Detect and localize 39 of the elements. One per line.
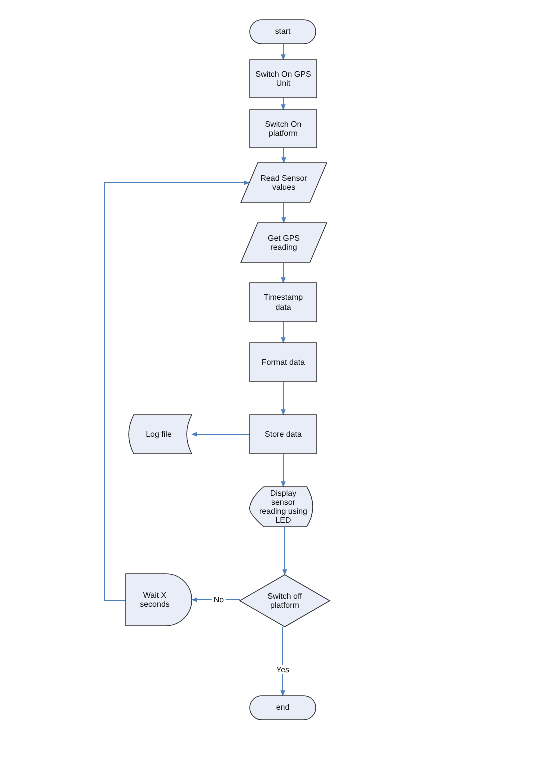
node-label: Store data: [265, 430, 302, 440]
decision-diamond: [240, 575, 330, 627]
node-label: Get GPS reading: [266, 234, 301, 252]
connector-arrow: [282, 202, 286, 224]
node-label: Read Sensor values: [260, 174, 308, 192]
process-box: [250, 60, 317, 98]
node-label: end: [276, 703, 290, 713]
delay-shape: [126, 574, 192, 626]
terminator-shape: [250, 696, 316, 720]
connector-arrow: [281, 98, 286, 111]
process-box: [250, 415, 317, 454]
edge-label: No: [212, 596, 226, 604]
terminator-shape: [250, 20, 316, 44]
node-label: start: [275, 27, 291, 37]
node-label: Timestamp data: [262, 293, 304, 312]
connector-arrow: [281, 382, 286, 416]
connector-arrow: [282, 526, 288, 576]
process-box: [250, 110, 317, 148]
node-label: Wait X seconds: [139, 590, 171, 610]
connector-arrow: [191, 432, 250, 437]
connector-arrow: [281, 262, 286, 284]
node-label: Display sensor reading using LED: [258, 488, 309, 526]
node-label: Switch off platform: [266, 592, 304, 610]
connector-arrow: [104, 180, 250, 602]
connector-arrow: [282, 148, 286, 164]
connector-arrow: [281, 454, 286, 488]
connector-arrow: [280, 626, 286, 697]
node-label: Switch On GPS Unit: [255, 70, 312, 88]
node-label: Switch On platform: [264, 120, 303, 138]
data-parallelogram: [241, 163, 327, 203]
process-box: [250, 343, 317, 382]
process-box: [250, 283, 317, 322]
connector-arrow: [281, 322, 286, 344]
data-parallelogram: [241, 223, 327, 263]
node-label: Log file: [146, 430, 172, 440]
connector-arrow: [281, 44, 286, 61]
stored-data-shape: [126, 415, 192, 454]
edge-label: Yes: [274, 665, 292, 674]
node-label: Format data: [262, 358, 306, 368]
